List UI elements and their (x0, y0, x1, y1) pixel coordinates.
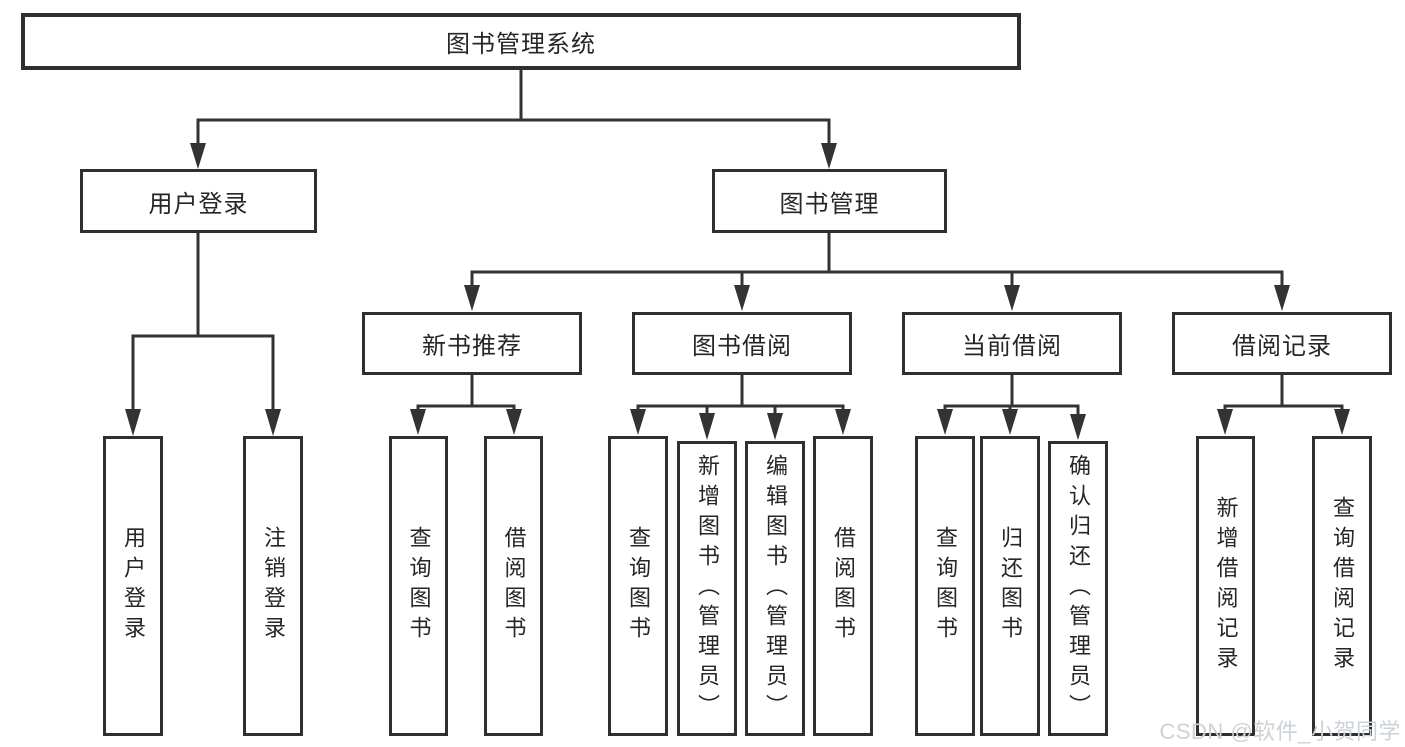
connector-borrowing-records-children (1217, 375, 1350, 435)
connector-new-book-recommendation-children (410, 375, 522, 435)
node-user-login: 用户登录 (80, 169, 317, 233)
connector-user-login-children (125, 233, 281, 436)
leaf-cb-query-books: 查询图书 (915, 436, 975, 736)
leaf-br-query-record: 查询借阅记录 (1312, 436, 1372, 736)
node-book-management: 图书管理 (712, 169, 947, 233)
connector-root-to-level2 (190, 68, 837, 169)
leaf-cb-query-books-label: 查询图书 (933, 526, 958, 646)
leaf-user-login-label: 用户登录 (121, 526, 146, 646)
leaf-bb-edit-books-admin: 编辑图书（管理员） (745, 441, 805, 736)
leaf-bb-add-books-admin-label: 新增图书（管理员） (695, 453, 720, 724)
leaf-nb-query-books: 查询图书 (389, 436, 448, 736)
leaf-br-query-record-label: 查询借阅记录 (1330, 496, 1355, 676)
leaf-br-add-record: 新增借阅记录 (1196, 436, 1255, 736)
leaf-br-add-record-label: 新增借阅记录 (1213, 496, 1239, 676)
connector-book-borrowing-children (630, 375, 851, 440)
leaf-bb-add-books-admin: 新增图书（管理员） (677, 441, 737, 736)
leaf-logout-label: 注销登录 (261, 526, 286, 646)
leaf-bb-query-books: 查询图书 (608, 436, 668, 736)
leaf-cb-return-books: 归还图书 (980, 436, 1040, 736)
connector-current-borrowing-children (937, 375, 1086, 440)
csdn-watermark: CSDN @软件_小贺同学 (1159, 719, 1401, 744)
leaf-cb-return-books-label: 归还图书 (998, 526, 1023, 646)
leaf-bb-borrow-books: 借阅图书 (813, 436, 873, 736)
leaf-logout: 注销登录 (243, 436, 303, 736)
node-book-borrowing: 图书借阅 (632, 312, 852, 375)
leaf-nb-query-books-label: 查询图书 (406, 526, 432, 646)
leaf-bb-query-books-label: 查询图书 (626, 526, 651, 646)
node-new-book-recommendation: 新书推荐 (362, 312, 582, 375)
leaf-nb-borrow-books: 借阅图书 (484, 436, 543, 736)
leaf-cb-confirm-return-admin: 确认归还（管理员） (1048, 441, 1108, 736)
leaf-bb-edit-books-admin-label: 编辑图书（管理员） (763, 453, 788, 724)
connector-book-management-children (464, 233, 1290, 311)
node-current-borrowing: 当前借阅 (902, 312, 1122, 375)
node-library-system: 图书管理系统 (21, 13, 1021, 70)
node-borrowing-records: 借阅记录 (1172, 312, 1392, 375)
leaf-bb-borrow-books-label: 借阅图书 (831, 526, 856, 646)
leaf-user-login: 用户登录 (103, 436, 163, 736)
leaf-cb-confirm-return-admin-label: 确认归还（管理员） (1066, 453, 1091, 724)
leaf-nb-borrow-books-label: 借阅图书 (501, 526, 527, 646)
